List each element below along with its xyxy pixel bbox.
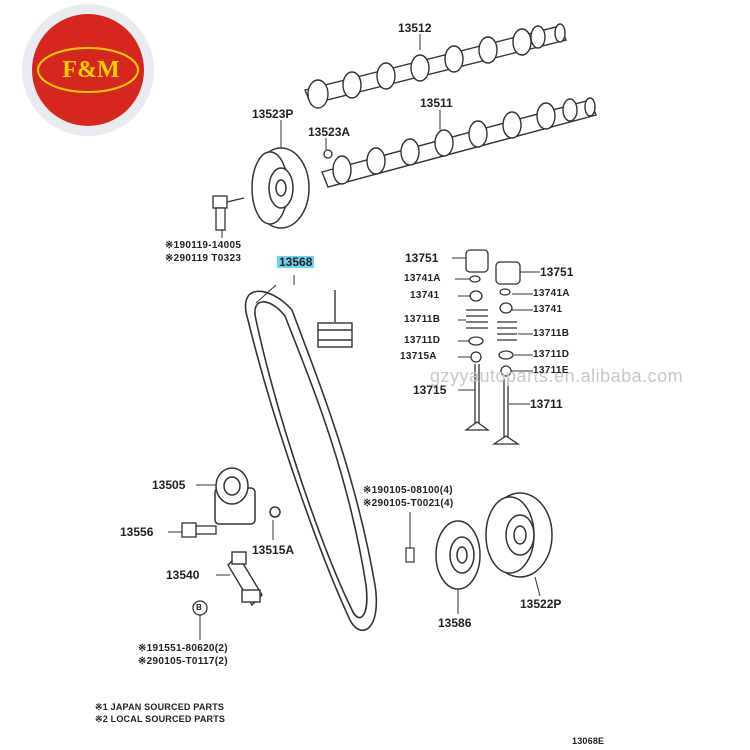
label-damper: 13540 <box>166 568 200 582</box>
bolt-icon <box>212 195 245 231</box>
label-tensioner-bolt: 13556 <box>120 525 154 539</box>
pin-icon <box>323 149 333 159</box>
label-timing-belt: 13568 <box>277 255 315 269</box>
camshaft-lower <box>321 97 597 188</box>
crank-pulley <box>485 492 553 578</box>
guide-bolt-icon <box>405 547 415 563</box>
label-seal-right: 13711E <box>533 365 569 376</box>
note-japan-sourced: ※1 JAPAN SOURCED PARTS <box>95 702 225 712</box>
logo-icon <box>22 4 154 136</box>
watermark: gzyyautoparts.en.alibaba.com <box>430 366 684 386</box>
label-tensioner: 13505 <box>152 478 186 492</box>
leader-lines <box>168 34 541 640</box>
label-retainer-left: 13741 <box>410 290 440 301</box>
label-valve-right: 13711 <box>530 397 563 411</box>
label-bolt-f: ※290105-T0117(2) <box>138 656 228 667</box>
label-crank-pulley: 13522P <box>520 597 562 611</box>
label-shim-right: 13741A <box>533 288 570 299</box>
label-camshaft-upper: 13512 <box>398 21 432 35</box>
guide <box>435 520 481 590</box>
label-shim-left: 13741A <box>404 273 441 284</box>
damper <box>227 551 263 607</box>
logo-text: F&M <box>62 57 120 83</box>
label-seal-left: 13715A <box>400 351 437 362</box>
timing-belt <box>244 290 378 631</box>
label-circle-b: B <box>196 603 202 612</box>
label-seat-left: 13711D <box>404 335 441 346</box>
valve-train-right <box>491 261 521 445</box>
note-local-sourced: ※2 LOCAL SOURCED PARTS <box>95 714 226 724</box>
label-bolt-e: ※191551-80620(2) <box>138 643 228 654</box>
label-bolt-c: ※190105-08100(4) <box>363 485 453 496</box>
camshaft-upper <box>304 23 567 109</box>
label-spring-left: 13711B <box>404 314 441 325</box>
label-seat-right: 13711D <box>533 349 570 360</box>
cam-pulley <box>251 147 310 229</box>
valve-train-left <box>464 249 490 431</box>
label-bolt-b: ※290119 T0323 <box>165 253 242 264</box>
label-camshaft-lower: 13511 <box>420 96 453 110</box>
label-lifter-right: 13751 <box>540 265 574 279</box>
label-guide: 13586 <box>438 616 472 630</box>
label-valve-left: 13715 <box>413 383 447 397</box>
belt-section-icon <box>317 290 353 348</box>
tensioner-bolt-icon <box>181 522 217 538</box>
belt-leader <box>255 275 295 304</box>
label-retainer-right: 13741 <box>533 304 563 315</box>
label-cam-pulley: 13523P <box>252 107 294 121</box>
label-bolt-a: ※190119-14005 <box>165 240 242 251</box>
tensioner <box>214 467 281 525</box>
label-spring-right: 13711B <box>533 328 570 339</box>
label-bolt-d: ※290105-T0021(4) <box>363 498 454 509</box>
label-washer: 13515A <box>252 543 295 557</box>
label-lifter-left: 13751 <box>405 251 439 265</box>
label-cam-pin: 13523A <box>308 125 351 139</box>
figure-id: 13068E <box>572 736 605 746</box>
